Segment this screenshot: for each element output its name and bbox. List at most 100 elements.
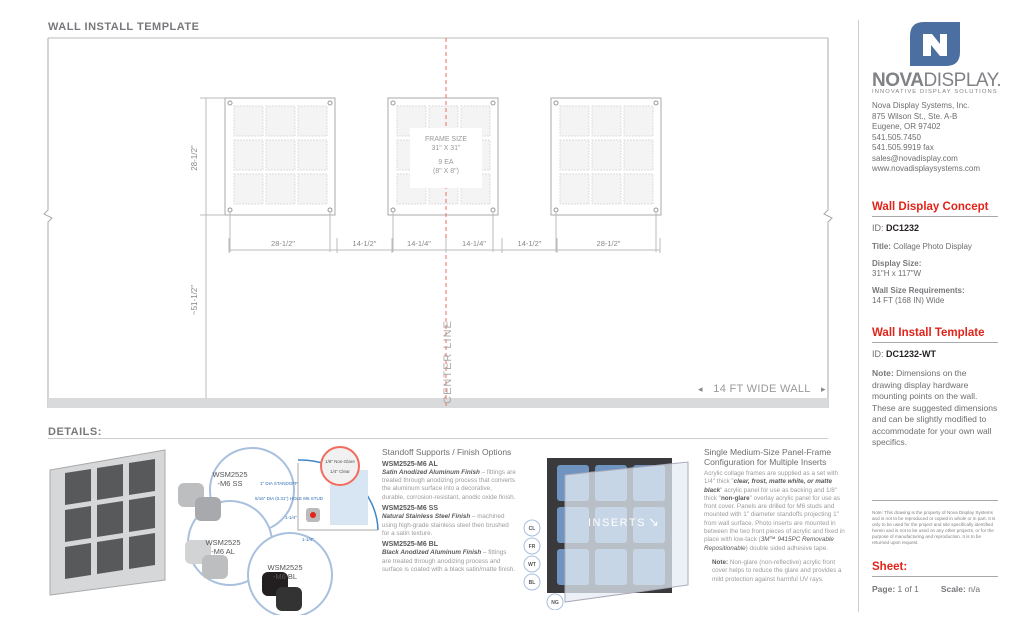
svg-text:WSM2525-M6 AL: WSM2525-M6 AL	[205, 538, 240, 556]
address-line[interactable]: sales@novadisplay.com	[872, 153, 958, 163]
center-line-label: CENTER LINE	[442, 320, 454, 404]
insert-slot	[591, 105, 622, 137]
svg-text:1-1/4": 1-1/4"	[285, 515, 297, 520]
address-line: 541.505.7450	[872, 132, 921, 142]
finish-badge-label: BL	[529, 580, 536, 586]
svg-text:FRAME SIZE: FRAME SIZE	[425, 136, 467, 143]
frame-1	[224, 97, 336, 252]
horizontal-dim: 28-1/2"	[271, 239, 295, 248]
dim-frame-height: 28-1/2"	[190, 145, 199, 171]
mount-hole	[327, 100, 333, 106]
insert-slot	[297, 139, 328, 171]
horizontal-dim: 14-1/4"	[462, 239, 486, 248]
insert-slot	[623, 139, 654, 171]
mount-hole	[390, 100, 396, 106]
svg-text:↘: ↘	[648, 514, 659, 529]
brand-logo: NOVADISPLAY.	[872, 70, 1002, 91]
address-line: 541.505.9919 fax	[872, 143, 934, 152]
tagline: INNOVATIVE DISPLAY SOLUTIONS	[872, 89, 998, 95]
horizontal-dim: 14-1/2"	[518, 239, 542, 248]
address-line: Eugene, OR 97402	[872, 122, 941, 131]
arrow-right-icon: ▸	[821, 384, 826, 394]
panel-photo	[65, 506, 91, 542]
finish-badge	[523, 555, 541, 573]
arrow-left-icon: ◂	[698, 384, 703, 394]
wall-drawing: 28-1/2" ~51-1/2" 28-1/2" 14-1/2" 14-1/4" 14…	[43, 37, 833, 408]
horizontal-dim: 14-1/4"	[407, 239, 431, 248]
mount-hole	[553, 100, 559, 106]
standoffs-illustration: WSM2525-M6 SS WSM2525-M6 AL WSM2525-M6 B…	[49, 446, 379, 615]
insert-slot	[297, 173, 328, 205]
finish-badge-label: WT	[528, 562, 536, 568]
finish-options: Standoff Supports / Finish Options WSM25…	[382, 447, 516, 574]
finish-badge	[546, 593, 564, 610]
insert-slot	[265, 105, 296, 137]
svg-text:1/4" Clear: 1/4" Clear	[330, 469, 350, 474]
finish-badge	[523, 519, 541, 537]
company-address: Nova Display Systems, Inc.875 Wilson St.…	[872, 101, 998, 175]
svg-text:5/16" DIA (0.31") HOLE M6 STUD: 5/16" DIA (0.31") HOLE M6 STUD	[255, 496, 324, 501]
insert-slot	[591, 173, 622, 205]
address-line: Nova Display Systems, Inc.	[872, 101, 970, 110]
panel-photo	[97, 501, 123, 537]
mount-hole	[490, 100, 496, 106]
legal-note: Note: This drawing is the property of No…	[872, 500, 998, 546]
inserts-illustration: INSERTS ↘ CL FR WT BL NG	[523, 458, 689, 610]
horizontal-dim: 14-1/2"	[353, 239, 377, 248]
panel-photo	[65, 469, 91, 505]
wall-left-edge	[43, 38, 53, 408]
insert-slot	[233, 173, 264, 205]
panel-photo	[97, 538, 123, 574]
finish-badge	[523, 573, 541, 591]
insert-slot	[233, 105, 264, 137]
template-section: Wall Install Template ID: DC1232-WT Note…	[872, 327, 998, 447]
panel-photo	[129, 459, 155, 495]
finish-badge-label: FR	[529, 544, 536, 550]
insert-slot	[265, 139, 296, 171]
svg-text:(8" X 8"): (8" X 8")	[433, 168, 459, 175]
finish-badge-label: NG	[551, 600, 559, 606]
horizontal-dim: 28-1/2"	[597, 239, 621, 248]
frame-3	[550, 97, 662, 252]
insert-slot	[559, 105, 590, 137]
insert-slot	[559, 139, 590, 171]
svg-text:1" DIA STANDOFF: 1" DIA STANDOFF	[260, 481, 298, 486]
concept-section: Wall Display Concept ID: DC1232 Title: C…	[872, 202, 998, 307]
insert-slot	[265, 173, 296, 205]
dim-floor-height: ~51-1/2"	[190, 285, 199, 315]
address-line: 875 Wilson St., Ste. A-B	[872, 111, 958, 121]
inserts-label: INSERTS	[588, 517, 646, 529]
front-panel	[564, 461, 689, 603]
insert-slot	[591, 139, 622, 171]
insert-slot	[623, 105, 654, 137]
wall-right-edge	[823, 38, 833, 408]
drawing-title: WALL INSTALL TEMPLATE	[48, 21, 200, 33]
frame-size-label: FRAME SIZE 31" X 31" 9 EA (8" X 8")	[410, 128, 482, 188]
panel-photo	[97, 464, 123, 500]
acrylic-callout	[320, 446, 360, 486]
details-title: DETAILS:	[48, 426, 102, 438]
address-line[interactable]: www.novadisplaysystems.com	[872, 164, 981, 173]
insert-slot	[559, 173, 590, 205]
finish-badge	[523, 537, 541, 555]
floor-band	[48, 398, 828, 408]
panel-photo	[129, 496, 155, 532]
svg-text:31" X 31": 31" X 31"	[431, 145, 461, 152]
wall-width-label: 14 FT WIDE WALL	[713, 383, 810, 395]
mount-hole	[653, 100, 659, 106]
panel-description: Single Medium-Size Panel-Frame Configura…	[704, 447, 845, 583]
svg-text:1-1/4": 1-1/4"	[302, 537, 314, 542]
panel-photo	[129, 533, 155, 569]
insert-slot	[623, 173, 654, 205]
svg-text:1/8" Non-Glare: 1/8" Non-Glare	[325, 459, 355, 464]
nova-logo-icon	[910, 22, 960, 66]
insert-slot	[297, 105, 328, 137]
svg-text:9 EA: 9 EA	[438, 159, 454, 166]
finish-badge-label: CL	[529, 526, 536, 532]
panel-photo	[65, 543, 91, 579]
insert-slot	[233, 139, 264, 171]
